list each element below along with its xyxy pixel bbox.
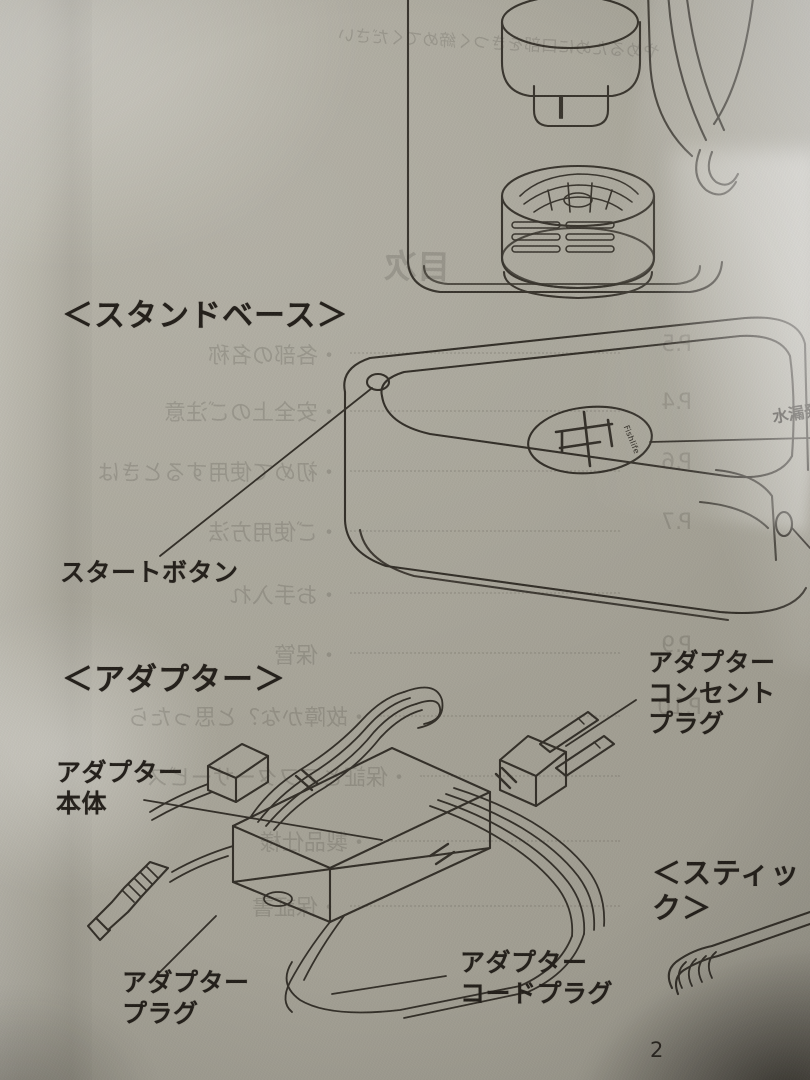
heading-adapter: ＜アダプター＞ bbox=[62, 662, 286, 698]
paper-highlight-topleft bbox=[0, 0, 360, 270]
leader-adapter-outlet-plug bbox=[565, 699, 637, 747]
adapter-illustration bbox=[86, 686, 637, 1019]
leader-adapter-body bbox=[143, 799, 383, 841]
heading-stick: ＜スティック＞ bbox=[652, 856, 801, 926]
paper-curl-highlight-right-2 bbox=[670, 150, 810, 670]
label-adapter-body: アダプター 本体 bbox=[56, 758, 184, 818]
leader-adapter-plug bbox=[159, 915, 217, 973]
photo-shadow-bottom-left bbox=[0, 990, 160, 1080]
heading-stand-base: ＜スタンドベース＞ bbox=[62, 298, 349, 334]
leader-adapter-cord-plug bbox=[331, 975, 447, 995]
label-adapter-outlet-plug: アダプター コンセント プラグ bbox=[648, 648, 776, 738]
label-adapter-plug: アダプター プラグ bbox=[122, 968, 250, 1028]
paper-highlight-midleft bbox=[0, 600, 220, 900]
paper-fold-left bbox=[0, 0, 92, 1080]
label-start-button: スタートボタン bbox=[60, 558, 239, 587]
